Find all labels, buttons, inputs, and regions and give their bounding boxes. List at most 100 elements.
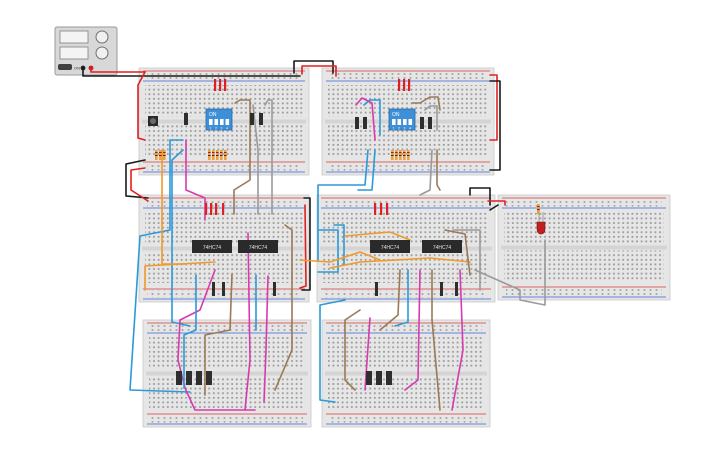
wire-25[interactable] — [204, 273, 233, 396]
wire-53[interactable] — [489, 204, 499, 211]
red-jumper-3[interactable] — [215, 203, 218, 215]
resistor-8[interactable] — [224, 150, 227, 160]
red-jumper-top-2[interactable] — [219, 79, 222, 91]
wire-3[interactable] — [137, 71, 146, 141]
current-knob[interactable] — [95, 46, 109, 60]
red-jumper-2[interactable] — [210, 203, 213, 215]
power-supply[interactable]: ON — [54, 26, 118, 76]
dip-switch-2[interactable]: ON 1 2 3 4 — [388, 108, 416, 131]
red-jumper-5[interactable] — [374, 203, 377, 215]
part-mid-5[interactable] — [455, 282, 458, 296]
bottom-chip-5[interactable] — [366, 371, 372, 385]
wire-8[interactable] — [125, 159, 149, 199]
wire-27[interactable] — [183, 274, 197, 389]
resistor-1[interactable] — [155, 150, 158, 160]
wires[interactable] — [82, 60, 546, 411]
red-jumper-1[interactable] — [205, 203, 208, 215]
wire-6[interactable] — [489, 74, 498, 141]
ic-74hc74-4[interactable]: 74HC74 — [422, 240, 462, 253]
red-jumper-top-4[interactable] — [398, 79, 401, 91]
red-jumper-top-6[interactable] — [408, 79, 411, 91]
wire-45[interactable] — [394, 269, 409, 327]
dip-switch-1[interactable]: ON 1 2 3 4 — [205, 108, 233, 131]
wire-23[interactable] — [244, 232, 251, 411]
wire-19[interactable] — [233, 99, 251, 215]
wire-52[interactable] — [474, 239, 546, 306]
wire-39[interactable] — [344, 231, 411, 241]
resistor-led[interactable] — [537, 204, 540, 214]
red-jumper-top-1[interactable] — [214, 79, 217, 91]
wire-47[interactable] — [431, 269, 441, 411]
wire-17[interactable] — [144, 261, 216, 291]
wire-12[interactable] — [469, 187, 491, 206]
part-top-5[interactable] — [363, 117, 367, 129]
red-jumper-6[interactable] — [380, 203, 383, 215]
resistor-12[interactable] — [403, 150, 406, 160]
wire-9[interactable] — [130, 167, 149, 202]
wire-36[interactable] — [419, 149, 433, 196]
wire-29[interactable] — [363, 99, 381, 136]
ic-74hc74-1[interactable]: 74HC74 — [192, 240, 232, 253]
wire-40[interactable] — [329, 257, 471, 269]
bottom-chip-6[interactable] — [376, 371, 382, 385]
power-button[interactable] — [58, 64, 72, 70]
red-jumper-4[interactable] — [222, 203, 225, 215]
wire-46[interactable] — [404, 269, 421, 391]
wire-4[interactable] — [293, 60, 334, 74]
part-mid-3[interactable] — [273, 282, 276, 296]
wire-41[interactable] — [299, 251, 381, 263]
bottom-chip-3[interactable] — [196, 371, 202, 385]
wire-43[interactable] — [452, 229, 481, 291]
wire-48[interactable] — [451, 269, 464, 411]
part-top-2[interactable] — [250, 113, 254, 125]
wire-37[interactable] — [317, 229, 339, 273]
wire-1[interactable] — [90, 67, 146, 73]
resistor-5[interactable] — [212, 150, 215, 160]
red-jumper-top-3[interactable] — [224, 79, 227, 91]
wire-20[interactable] — [264, 99, 273, 215]
red-jumper-top-5[interactable] — [403, 79, 406, 91]
wire-15[interactable] — [171, 149, 191, 327]
wire-49[interactable] — [319, 299, 346, 403]
resistor-6[interactable] — [216, 150, 219, 160]
wire-31[interactable] — [411, 96, 441, 111]
resistor-4[interactable] — [208, 150, 211, 160]
wire-13[interactable] — [487, 200, 506, 206]
bottom-chip-2[interactable] — [186, 371, 192, 385]
wire-35[interactable] — [436, 149, 441, 191]
wire-26[interactable] — [274, 224, 293, 391]
wire-22[interactable] — [177, 269, 256, 411]
ic-74hc74-2[interactable]: 74HC74 — [238, 240, 278, 253]
ic-74hc74-3[interactable]: 74HC74 — [370, 240, 410, 253]
bottom-chip-1[interactable] — [176, 371, 182, 385]
bottom-chip-4[interactable] — [206, 371, 212, 385]
resistor-10[interactable] — [395, 150, 398, 160]
wire-34[interactable] — [357, 149, 376, 191]
wire-14[interactable] — [129, 139, 191, 393]
wire-7[interactable] — [489, 80, 501, 171]
resistor-9[interactable] — [391, 150, 394, 160]
part-mid-4[interactable] — [375, 282, 378, 296]
wire-5[interactable] — [301, 65, 337, 77]
wire-10[interactable] — [301, 197, 311, 291]
wire-42[interactable] — [444, 229, 471, 276]
wire-11[interactable] — [299, 204, 307, 289]
wire-44[interactable] — [379, 269, 401, 331]
part-top-7[interactable] — [428, 117, 432, 129]
part-top-1[interactable] — [184, 113, 188, 125]
resistor-11[interactable] — [399, 150, 402, 160]
wire-50[interactable] — [344, 309, 361, 391]
bottom-chip-7[interactable] — [386, 371, 392, 385]
wire-24[interactable] — [263, 275, 269, 403]
wire-51[interactable] — [364, 317, 371, 391]
wire-2[interactable] — [82, 67, 301, 77]
wire-33[interactable] — [317, 149, 369, 261]
voltage-knob[interactable] — [95, 30, 109, 44]
resistor-3[interactable] — [163, 150, 166, 160]
wire-21[interactable] — [252, 104, 259, 215]
part-mid-6[interactable] — [440, 282, 443, 296]
resistor-7[interactable] — [220, 150, 223, 160]
part-top-4[interactable] — [355, 117, 359, 129]
